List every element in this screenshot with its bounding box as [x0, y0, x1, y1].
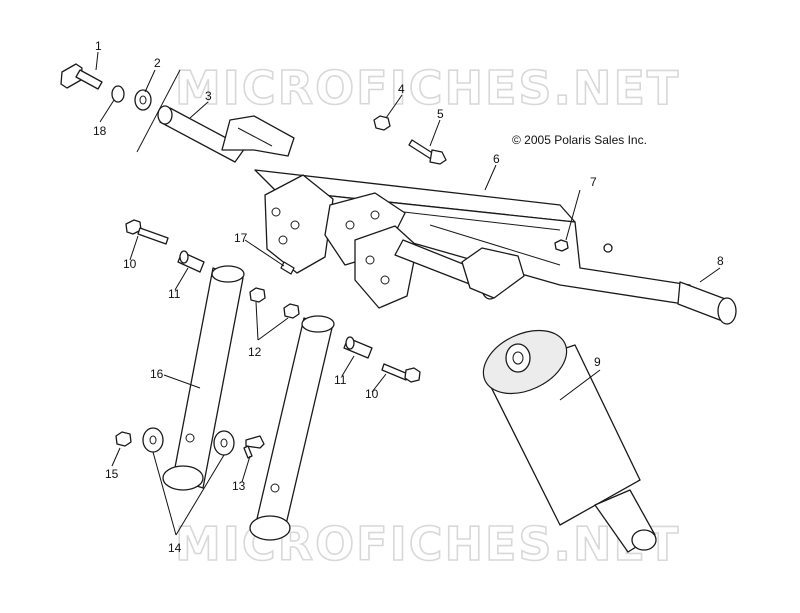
callout-17: 17	[234, 231, 248, 245]
shock-absorber-part-9	[482, 329, 657, 553]
bushing-part-11-upper	[177, 250, 205, 273]
bushing-part-11-lower	[343, 336, 373, 359]
link-arm-part-16	[162, 265, 245, 491]
callout-11-lower: 11	[334, 373, 347, 387]
callout-12: 12	[248, 345, 262, 359]
callout-14: 14	[168, 541, 182, 555]
callout-1: 1	[95, 39, 102, 53]
callout-15: 15	[105, 467, 119, 481]
link-arm-right	[249, 315, 335, 541]
callout-5: 5	[437, 107, 444, 121]
nut-part-15	[115, 431, 132, 447]
callout-11-upper: 11	[168, 287, 181, 301]
bolt-part-5	[408, 139, 447, 165]
callout-6: 6	[493, 152, 500, 166]
callout-2: 2	[154, 56, 161, 70]
callout-10-upper: 10	[123, 257, 137, 271]
callout-7: 7	[590, 175, 597, 189]
washer-part-14-a	[142, 427, 164, 453]
leader-lines	[95, 51, 721, 536]
callout-9: 9	[594, 355, 601, 369]
bolt-part-13	[243, 435, 265, 459]
washer-part-18	[111, 85, 125, 103]
bolt-part-1	[60, 63, 103, 90]
callout-3: 3	[205, 89, 212, 103]
lower-shaft	[394, 239, 525, 300]
watermark-top: MICROFICHES.NET	[175, 61, 680, 115]
callout-13: 13	[232, 479, 246, 493]
callout-4: 4	[398, 82, 405, 96]
callout-10-lower: 10	[365, 387, 379, 401]
fitting-part-17	[280, 261, 295, 275]
bolt-part-10-lower	[381, 363, 421, 383]
shaft-part-3	[157, 105, 295, 163]
nut-part-12-b	[283, 303, 300, 319]
nut-part-4	[373, 115, 391, 131]
shaft-part-8	[677, 281, 737, 325]
copyright-text: © 2005 Polaris Sales Inc.	[512, 133, 647, 147]
bolt-part-10-upper	[125, 219, 169, 245]
callout-18: 18	[93, 124, 107, 138]
nut-part-7	[554, 239, 569, 252]
nut-part-12-a	[249, 287, 266, 303]
washer-part-2	[134, 89, 152, 111]
callout-16: 16	[150, 367, 164, 381]
washer-part-14-b	[213, 430, 235, 456]
callout-8: 8	[717, 254, 724, 268]
